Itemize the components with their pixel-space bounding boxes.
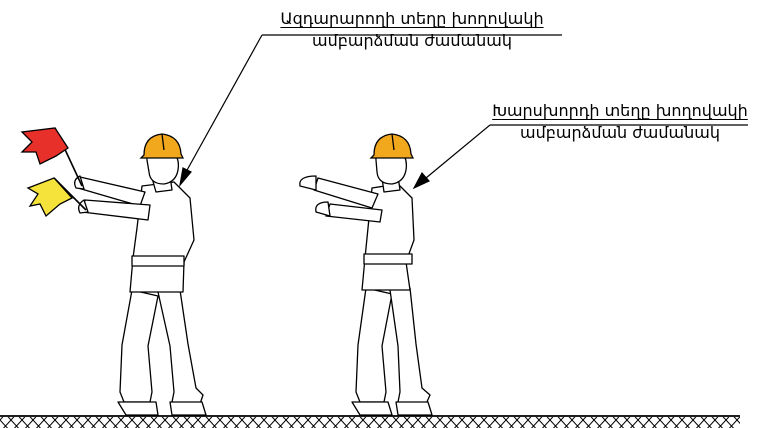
signalman-label-line1: Ազդարարողի տեղը խողովակի	[262, 8, 562, 30]
crane-operator-label-line1: Խարսխորդի տեղը խողովակի	[490, 100, 750, 122]
signalman-helmet-icon	[141, 134, 183, 158]
crane-operator-position-label: Խարսխորդի տեղը խողովակի ամբարձման ժամանա…	[490, 100, 750, 144]
signalman-position-label: Ազդարարողի տեղը խողովակի ամբարձման ժաման…	[262, 8, 562, 52]
crane-operator-label-line2: ամբարձման ժամանակ	[490, 122, 750, 144]
crane-operator-helmet-icon	[371, 134, 413, 158]
signalman-figure	[75, 150, 206, 415]
crane-operator-figure	[300, 150, 432, 415]
signalman-label-line2: ամբարձման ժամանակ	[262, 30, 562, 52]
ground	[0, 416, 740, 428]
red-flag-icon	[22, 128, 82, 186]
